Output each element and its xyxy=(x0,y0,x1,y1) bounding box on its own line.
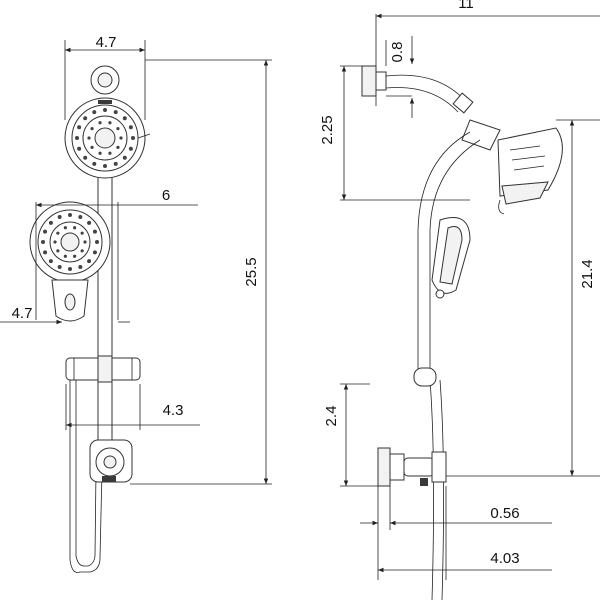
outlet-side xyxy=(377,447,447,487)
front-view: 4.7 6 4.7 25.5 4.3 xyxy=(0,34,272,573)
dim-holder-offset: 4.3 xyxy=(163,402,184,419)
dim-side-height: 21.4 xyxy=(579,259,596,288)
dim-flange-thickness: 0.8 xyxy=(389,42,406,63)
slide-clip-side xyxy=(413,367,437,387)
dim-arm-rise: 2.25 xyxy=(319,115,336,144)
hand-shower-side xyxy=(431,217,471,299)
hose-side xyxy=(417,131,471,370)
shower-arm xyxy=(385,74,469,105)
dim-outlet-offset: 0.56 xyxy=(490,505,519,522)
arm-flange xyxy=(361,65,377,97)
slide-holder xyxy=(65,355,141,383)
dim-outlet-height: 2.4 xyxy=(323,406,340,427)
dim-handle-width: 4.7 xyxy=(12,305,33,322)
hose xyxy=(69,380,103,573)
side-view: 11 0.8 2.25 21.4 2.4 0.56 4.03 xyxy=(319,0,600,600)
fixed-head-side xyxy=(461,119,563,215)
hand-shower-head xyxy=(29,201,111,322)
dim-side-projection: 11 xyxy=(458,0,474,12)
bottom-water-outlet xyxy=(89,439,133,483)
fixed-shower-head xyxy=(64,97,151,179)
dim-overall-height: 25.5 xyxy=(243,257,260,286)
dim-hand-shower-width: 6 xyxy=(162,187,170,204)
dim-outlet-projection: 4.03 xyxy=(490,550,519,567)
dim-front-head-width: 4.7 xyxy=(96,34,117,51)
